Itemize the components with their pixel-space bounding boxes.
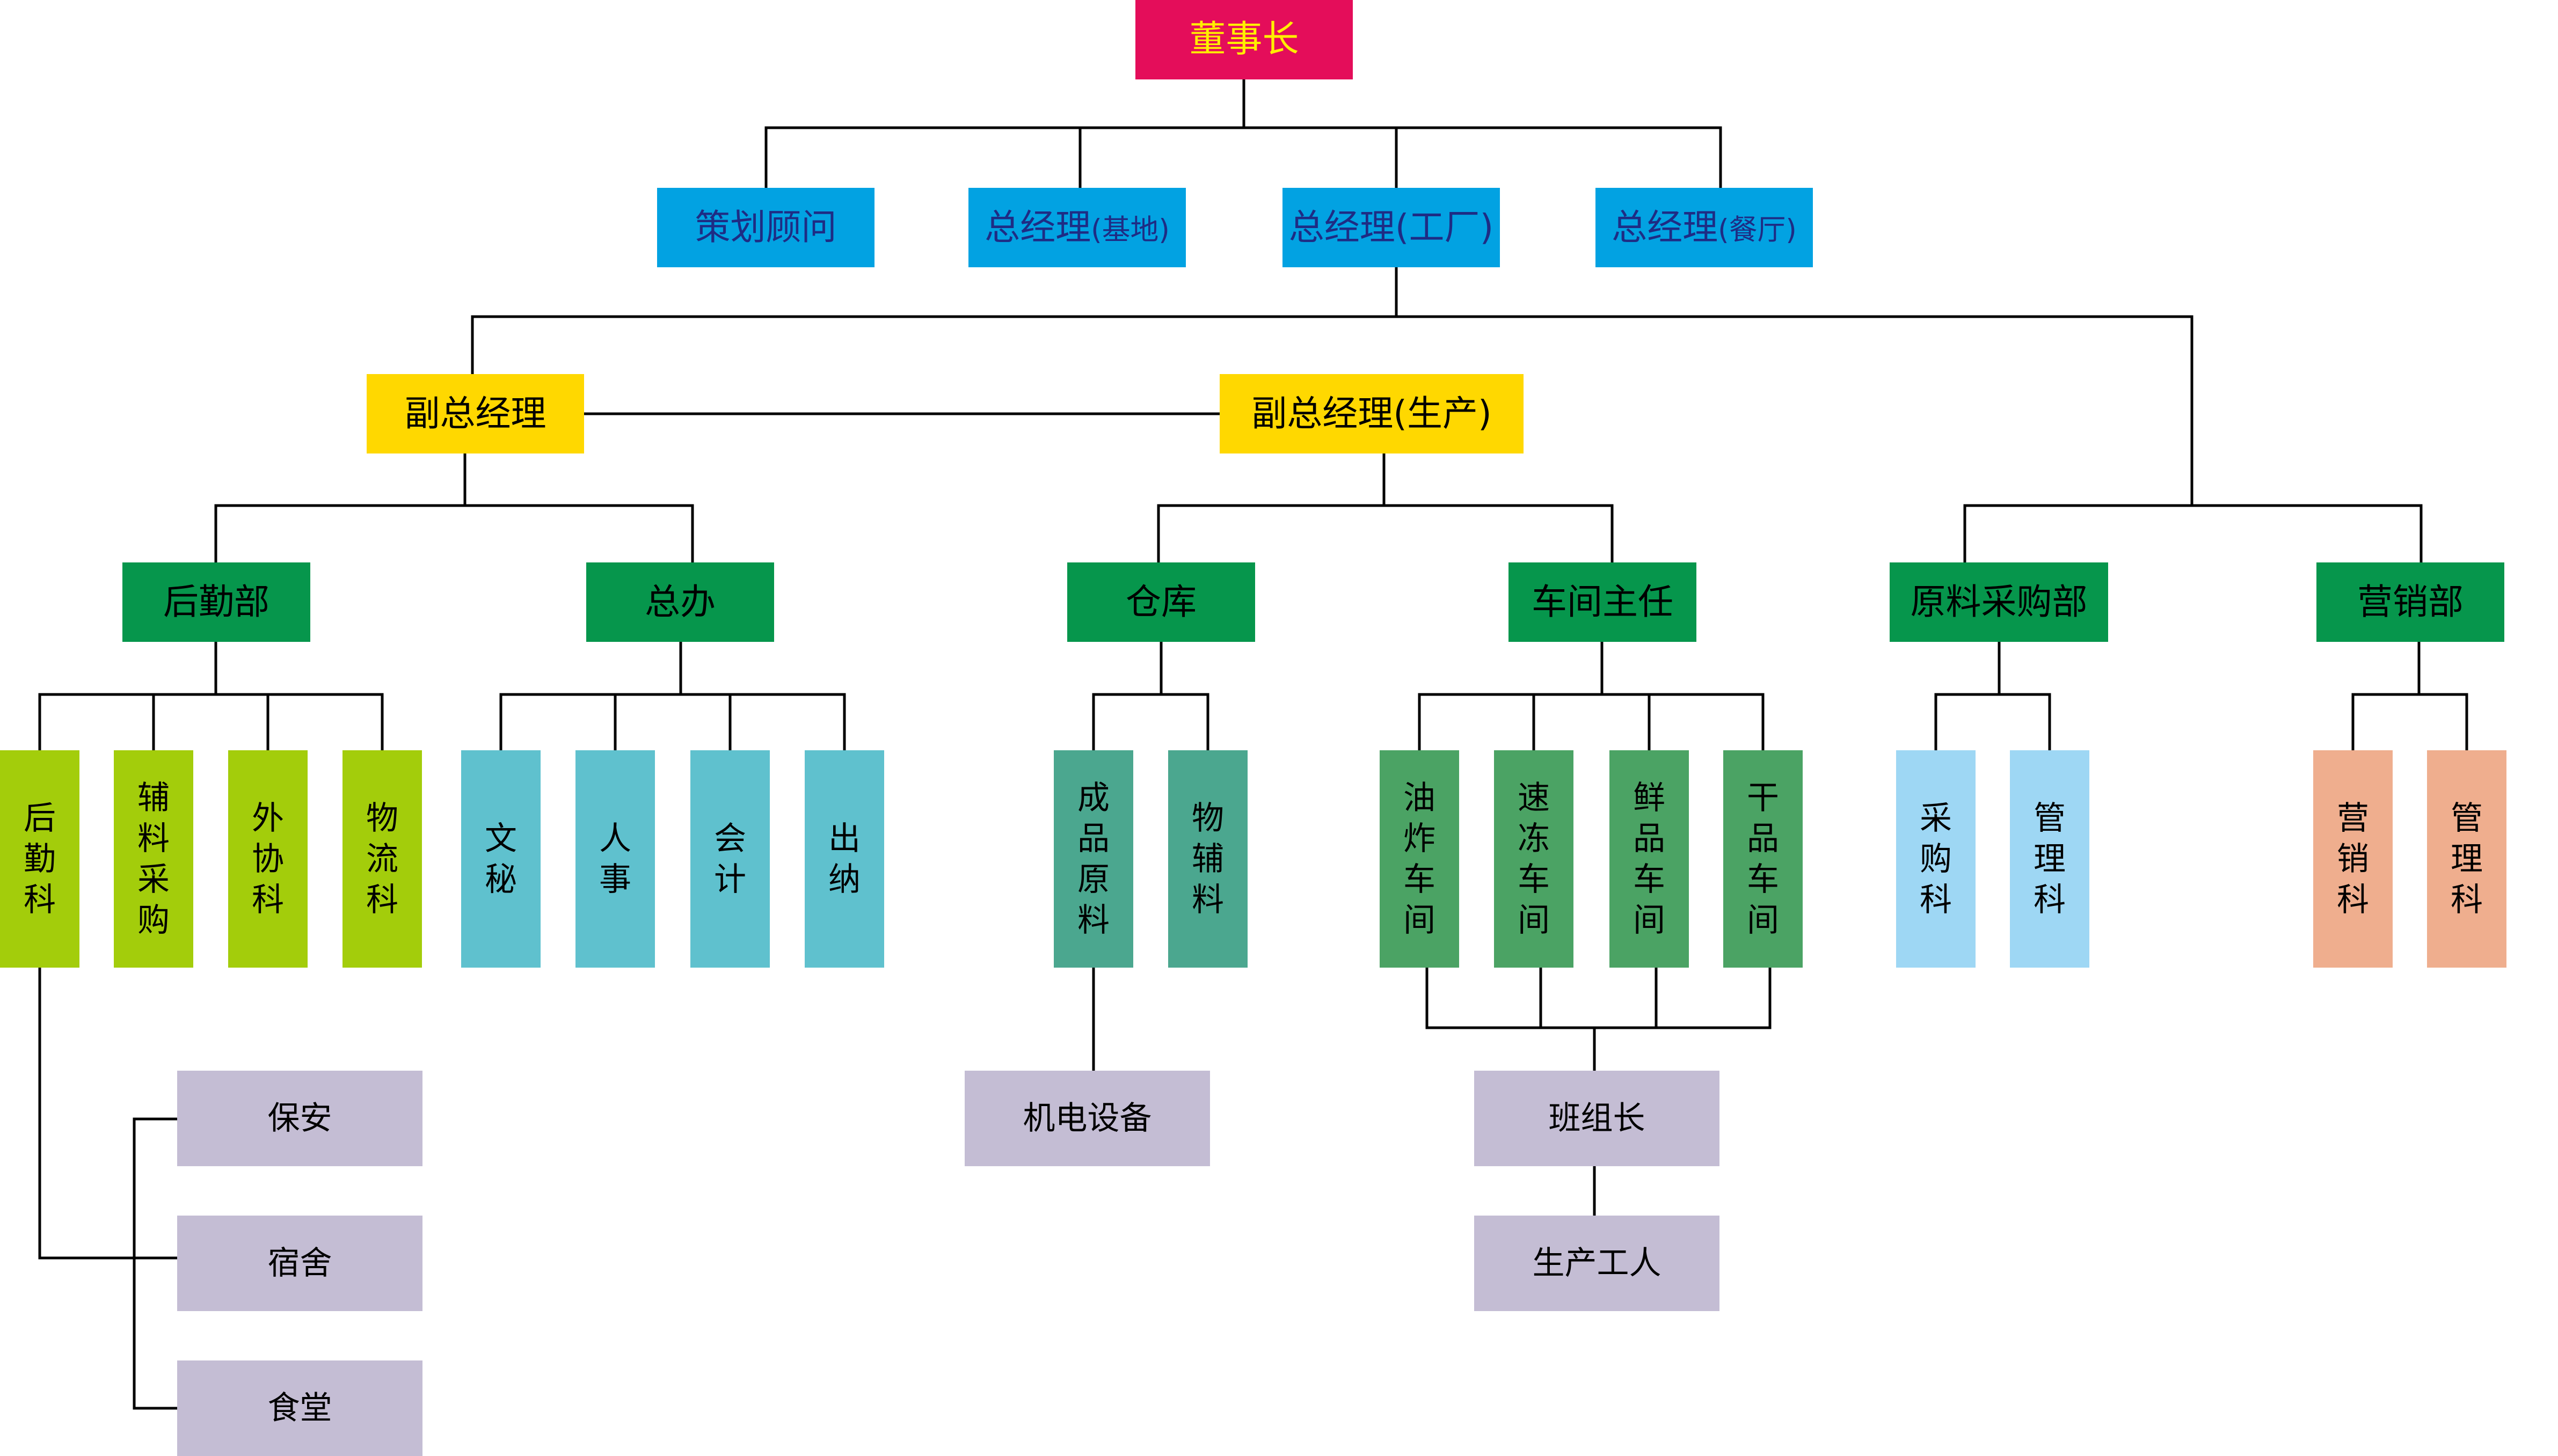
node-materials-auxiliary-label: 物辅料 [1192,799,1224,919]
node-gm-factory: 总经理(工厂) [1282,188,1500,267]
node-deputy-gm-production-label: 副总经理(生产) [1251,393,1492,434]
node-outsourcing-section-label: 外协科 [252,799,284,919]
node-finished-raw-materials-label: 成品原料 [1077,779,1110,939]
node-auxiliary-purchasing: 辅料采购 [114,750,193,968]
node-security-label: 保安 [267,1100,332,1137]
node-cashier-label: 出纳 [828,820,861,898]
node-secretary-label: 文秘 [485,820,517,898]
node-general-office-label: 总办 [645,581,716,623]
node-fried-workshop: 油炸车间 [1380,750,1459,968]
node-marketing-dept: 营销部 [2316,562,2504,642]
node-production-workers-label: 生产工人 [1532,1245,1661,1282]
node-logistics-section-label: 后勤科 [24,799,56,919]
node-chairman: 董事长 [1135,0,1353,79]
node-dormitory: 宿舍 [177,1216,422,1311]
node-fresh-workshop: 鲜品车间 [1609,750,1689,968]
node-canteen: 食堂 [177,1360,422,1456]
node-deputy-gm: 副总经理 [367,374,584,453]
node-transport-section: 物流科 [342,750,422,968]
node-personnel-label: 人事 [599,820,631,898]
node-cashier: 出纳 [805,750,884,968]
node-management-section-marketing: 管理科 [2427,750,2506,968]
node-outsourcing-section: 外协科 [228,750,308,968]
node-gm-base-label: 总经理 [985,207,1091,248]
node-purchasing-section: 采购科 [1896,750,1976,968]
node-purchasing-section-label: 采购科 [1920,799,1952,919]
node-gm-restaurant: 总经理(餐厅) [1595,188,1813,267]
node-workshop-director: 车间主任 [1508,562,1696,642]
node-logistics-dept: 后勤部 [122,562,310,642]
node-gm-factory-label: 总经理 [1288,207,1395,248]
node-personnel: 人事 [575,750,655,968]
node-secretary: 文秘 [461,750,541,968]
node-marketing-section: 营销科 [2313,750,2393,968]
node-logistics-section: 后勤科 [0,750,79,968]
node-security: 保安 [177,1071,422,1166]
node-auxiliary-purchasing-label: 辅料采购 [137,779,170,939]
node-production-workers: 生产工人 [1474,1216,1719,1311]
node-finished-raw-materials: 成品原料 [1054,750,1133,968]
node-frozen-workshop: 速冻车间 [1494,750,1573,968]
node-electromechanical-equipment-label: 机电设备 [1023,1100,1152,1137]
node-raw-purchasing-dept-label: 原料采购部 [1910,581,2088,623]
node-team-leader-label: 班组长 [1548,1100,1645,1137]
node-electromechanical-equipment: 机电设备 [965,1071,1210,1166]
node-gm-factory-suffix: (工厂) [1395,207,1494,248]
node-gm-base: 总经理(基地) [968,188,1186,267]
node-accounting: 会计 [690,750,770,968]
node-frozen-workshop-label: 速冻车间 [1518,779,1550,939]
node-canteen-label: 食堂 [267,1389,332,1427]
node-planning-consultant-label: 策划顾问 [695,207,837,248]
node-logistics-dept-label: 后勤部 [163,581,269,623]
node-dormitory-label: 宿舍 [267,1245,332,1282]
node-dried-workshop: 干品车间 [1723,750,1803,968]
node-chairman-label: 董事长 [1189,18,1299,61]
node-management-section-marketing-label: 管理科 [2451,799,2483,919]
node-gm-restaurant-suffix: (餐厅) [1718,214,1797,246]
node-gm-restaurant-label: 总经理 [1612,207,1718,248]
node-dried-workshop-label: 干品车间 [1747,779,1779,939]
node-deputy-gm-label: 副总经理 [404,393,546,434]
node-gm-base-suffix: (基地) [1091,214,1170,246]
node-marketing-dept-label: 营销部 [2357,581,2464,623]
node-warehouse: 仓库 [1067,562,1255,642]
node-raw-purchasing-dept: 原料采购部 [1890,562,2108,642]
node-transport-section-label: 物流科 [366,799,398,919]
node-general-office: 总办 [586,562,774,642]
node-planning-consultant: 策划顾问 [657,188,874,267]
node-team-leader: 班组长 [1474,1071,1719,1166]
node-fried-workshop-label: 油炸车间 [1403,779,1435,939]
node-materials-auxiliary: 物辅料 [1168,750,1248,968]
node-fresh-workshop-label: 鲜品车间 [1633,779,1665,939]
node-management-section-purchasing-label: 管理科 [2034,799,2066,919]
node-warehouse-label: 仓库 [1126,581,1197,623]
node-marketing-section-label: 营销科 [2337,799,2369,919]
node-workshop-director-label: 车间主任 [1532,581,1673,623]
node-deputy-gm-production: 副总经理(生产) [1220,374,1524,453]
node-management-section-purchasing: 管理科 [2010,750,2089,968]
node-accounting-label: 会计 [714,820,746,898]
